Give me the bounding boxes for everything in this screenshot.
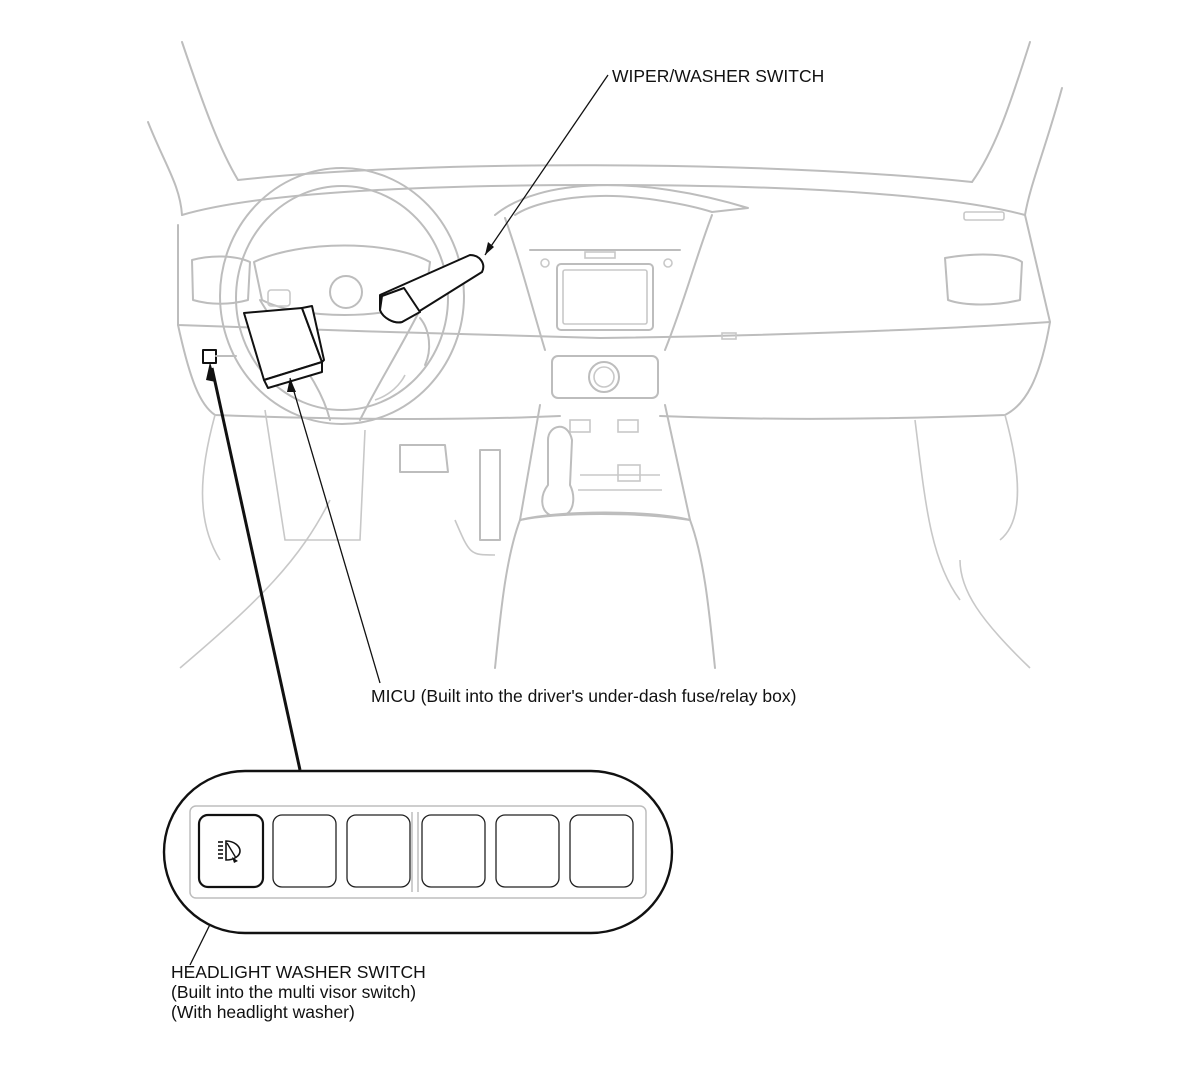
label-wiper-washer-switch: WIPER/WASHER SWITCH — [612, 66, 825, 86]
multi-visor-switch-panel — [162, 769, 674, 935]
label-headlight-washer-switch: HEADLIGHT WASHER SWITCH (Built into the … — [171, 962, 426, 1022]
blank-button — [421, 814, 486, 888]
label-headlight-washer-line2: (Built into the multi visor switch) — [171, 982, 417, 1002]
cabin-outline — [147, 41, 1063, 669]
headlight-washer-icon — [218, 840, 241, 863]
label-micu: MICU (Built into the driver's under-dash… — [371, 686, 797, 706]
blank-button — [346, 814, 411, 888]
blank-button — [272, 814, 337, 888]
label-headlight-washer-line3: (With headlight washer) — [171, 1002, 355, 1022]
visor-switch-location — [202, 349, 217, 364]
label-headlight-washer-line1: HEADLIGHT WASHER SWITCH — [171, 962, 426, 982]
blank-button — [569, 814, 634, 888]
blank-button — [495, 814, 560, 888]
micu-box — [243, 305, 325, 389]
wiper-washer-switch — [379, 254, 485, 324]
